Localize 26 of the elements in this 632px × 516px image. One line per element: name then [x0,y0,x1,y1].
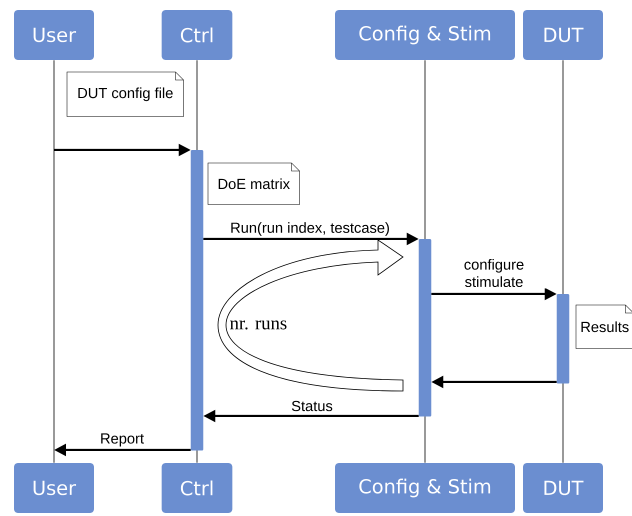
edge-label: configure stimulate [464,258,524,288]
participant-box: Ctrl [162,463,232,513]
lifeline [424,416,426,463]
edge-label: Run(run index, testcase) [231,222,389,236]
participant-box: Config & Stim [335,10,515,60]
participant-box: DUT [523,463,603,513]
loop-label: nr. runs [230,320,286,330]
activation-bar [418,239,432,417]
lifeline [424,60,426,239]
activation-bar [556,294,570,384]
lifeline [53,60,55,463]
lifeline [562,60,564,294]
participant-box: User [14,10,94,60]
activation-bar [190,150,204,451]
note: DUT config file [66,72,184,117]
lifeline [196,450,198,463]
participant-box: Ctrl [162,10,232,60]
participant-box: User [14,463,94,513]
edge-label: Report [101,433,144,447]
note: DoE matrix [208,162,300,205]
participant-box: Config & Stim [335,463,515,513]
note: Results [576,304,632,349]
lifeline [562,384,564,463]
edge-label: Status [292,400,332,412]
lifeline [196,60,198,150]
participant-box: DUT [523,10,603,60]
